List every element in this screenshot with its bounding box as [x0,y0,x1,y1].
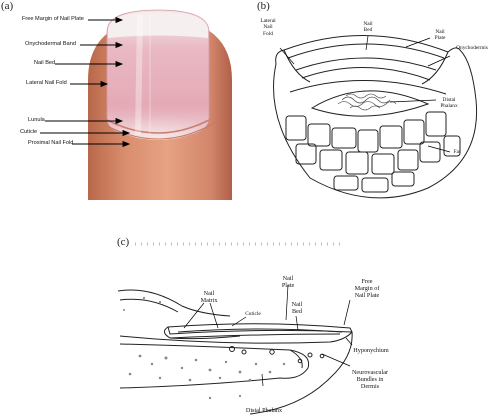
label-a-proximal-nail-fold: Proximal Nail Fold [28,140,74,146]
label-b-onychodermis: Onychodermis [456,45,488,51]
label-a-lunula: Lunula [28,117,45,123]
cuticle-edge [106,119,210,134]
panel-a-letter: (a) [1,0,14,12]
label-b-nail-plate: Nail Plate [434,29,446,42]
proximal-fold-edge [99,121,217,140]
label-c-nail-matrix: Nail Matrix [200,290,218,304]
panel-c-letter: (c) [117,236,130,248]
proximal-fold [117,289,231,317]
free-margin [108,12,208,38]
longitudinal-sketch [117,242,353,415]
label-b-nail-bed: Nail Bed [363,21,373,34]
panel-b-letter: (b) [257,0,270,12]
panel-b: (b) [250,0,500,210]
nail-plate [106,9,210,139]
finger-outline [273,47,478,199]
nail-plate-outline [283,35,449,53]
lateral-fold-left [283,49,311,83]
distal-phalanx [310,90,430,117]
label-a-onychodermal-band: Onychodermal Band [25,41,76,47]
label-a-nail-bed: Nail Bed [34,60,56,66]
label-a-cuticle: Cuticle [20,129,38,135]
label-b-fat: Fat [453,149,461,155]
label-c-nail-bed: Nail Bed [291,301,303,315]
nail-bed-outline [295,57,437,71]
panel-c: (c) [0,228,500,417]
label-c-neurovascular: Neurovascular Bundles in Dermis [351,369,389,390]
label-c-cuticle: Cuticle [245,311,261,317]
distal-phalanx-sketch [119,343,310,389]
label-b-lateral-nail-fold: Lateral Nail Fold [260,18,276,37]
label-c-hyponychium: Hyponychium [353,347,389,354]
cross-section-sketch [273,35,478,199]
label-b-distal-phalanx: Distal Phalanx [440,97,458,110]
label-a-free-margin: Free Margin of Nail Plate [22,16,84,22]
lunula-shape [118,112,198,140]
label-c-distal-phalanx: Distal Phalanx [245,407,283,414]
finger-photo [40,9,232,200]
lateral-fold-right [421,51,449,85]
label-c-nail-plate: Nail Plate [281,275,295,289]
panel-a: (a) [0,0,250,200]
label-c-free-margin: Free Margin of Nail Plate [354,278,380,299]
label-a-lateral-nail-fold: Lateral Nail Fold [26,80,67,86]
